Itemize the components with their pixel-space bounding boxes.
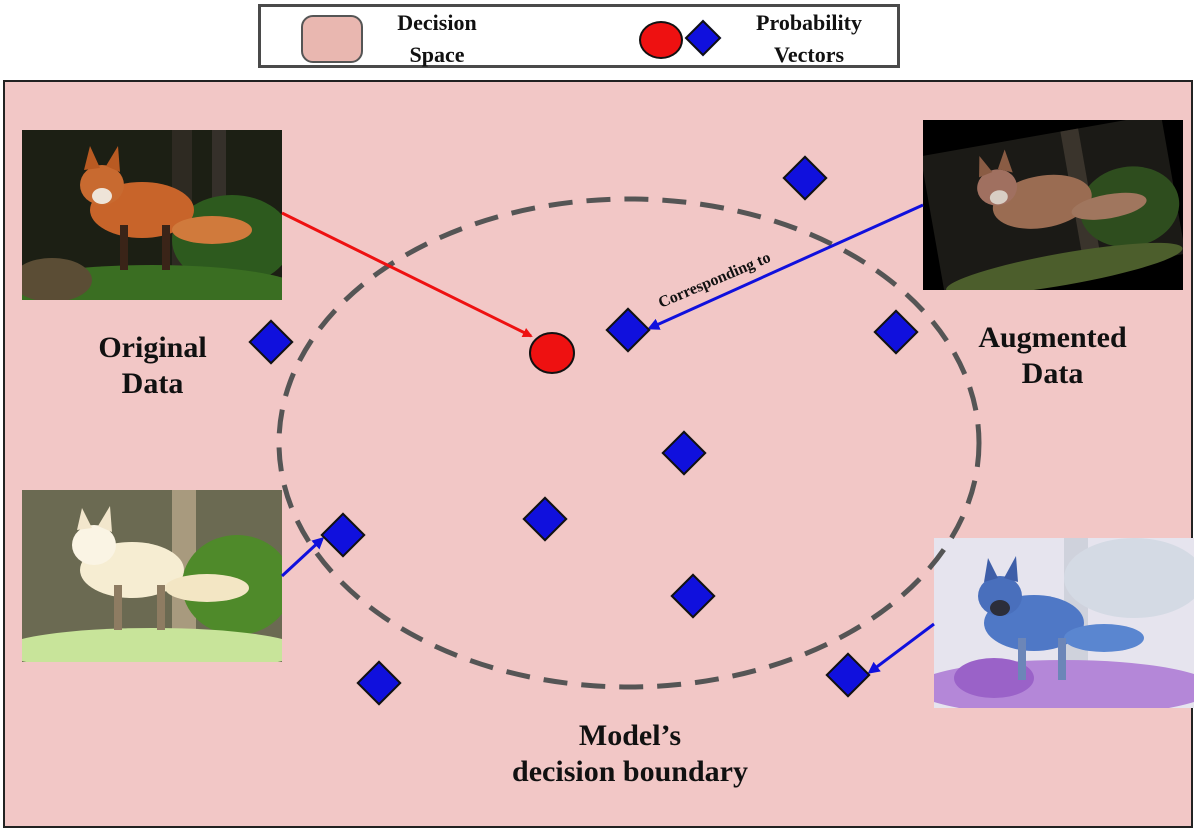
decision-boundary (276, 196, 982, 690)
fox-photo-bright (22, 490, 282, 662)
vector-diamond (522, 496, 568, 542)
legend: Decision Space Probability Vectors (258, 4, 900, 68)
red-circle-icon (639, 21, 683, 59)
decision-boundary-label: Model’s decision boundary (512, 719, 748, 788)
vector-diamond (356, 660, 402, 706)
augmented-arrow-bright (280, 536, 325, 578)
vector-diamond (661, 430, 707, 476)
decision-space-swatch-icon (301, 15, 363, 63)
legend-probability-vectors-label: Probability Vectors (756, 10, 862, 67)
vector-diamond (605, 307, 651, 353)
vector-diamond (320, 512, 366, 558)
vector-diamond (782, 155, 828, 201)
fox-photo-rotated (923, 120, 1183, 290)
augmented-data-label: Augmented Data (978, 321, 1127, 390)
fox-photo-original (22, 130, 282, 300)
original-vector-circle (529, 332, 575, 374)
vector-diamond (825, 652, 871, 698)
legend-decision-space-label: Decision Space (397, 10, 477, 67)
augmented-arrow-inverted (867, 622, 935, 674)
fox-photo-inverted (934, 538, 1194, 708)
vector-diamond (670, 573, 716, 619)
original-arrow (281, 211, 533, 338)
vector-diamond (248, 319, 294, 365)
vector-diamond (873, 309, 919, 355)
augmented-arrow-rotated (647, 203, 924, 330)
original-data-label: Original Data (98, 331, 207, 400)
